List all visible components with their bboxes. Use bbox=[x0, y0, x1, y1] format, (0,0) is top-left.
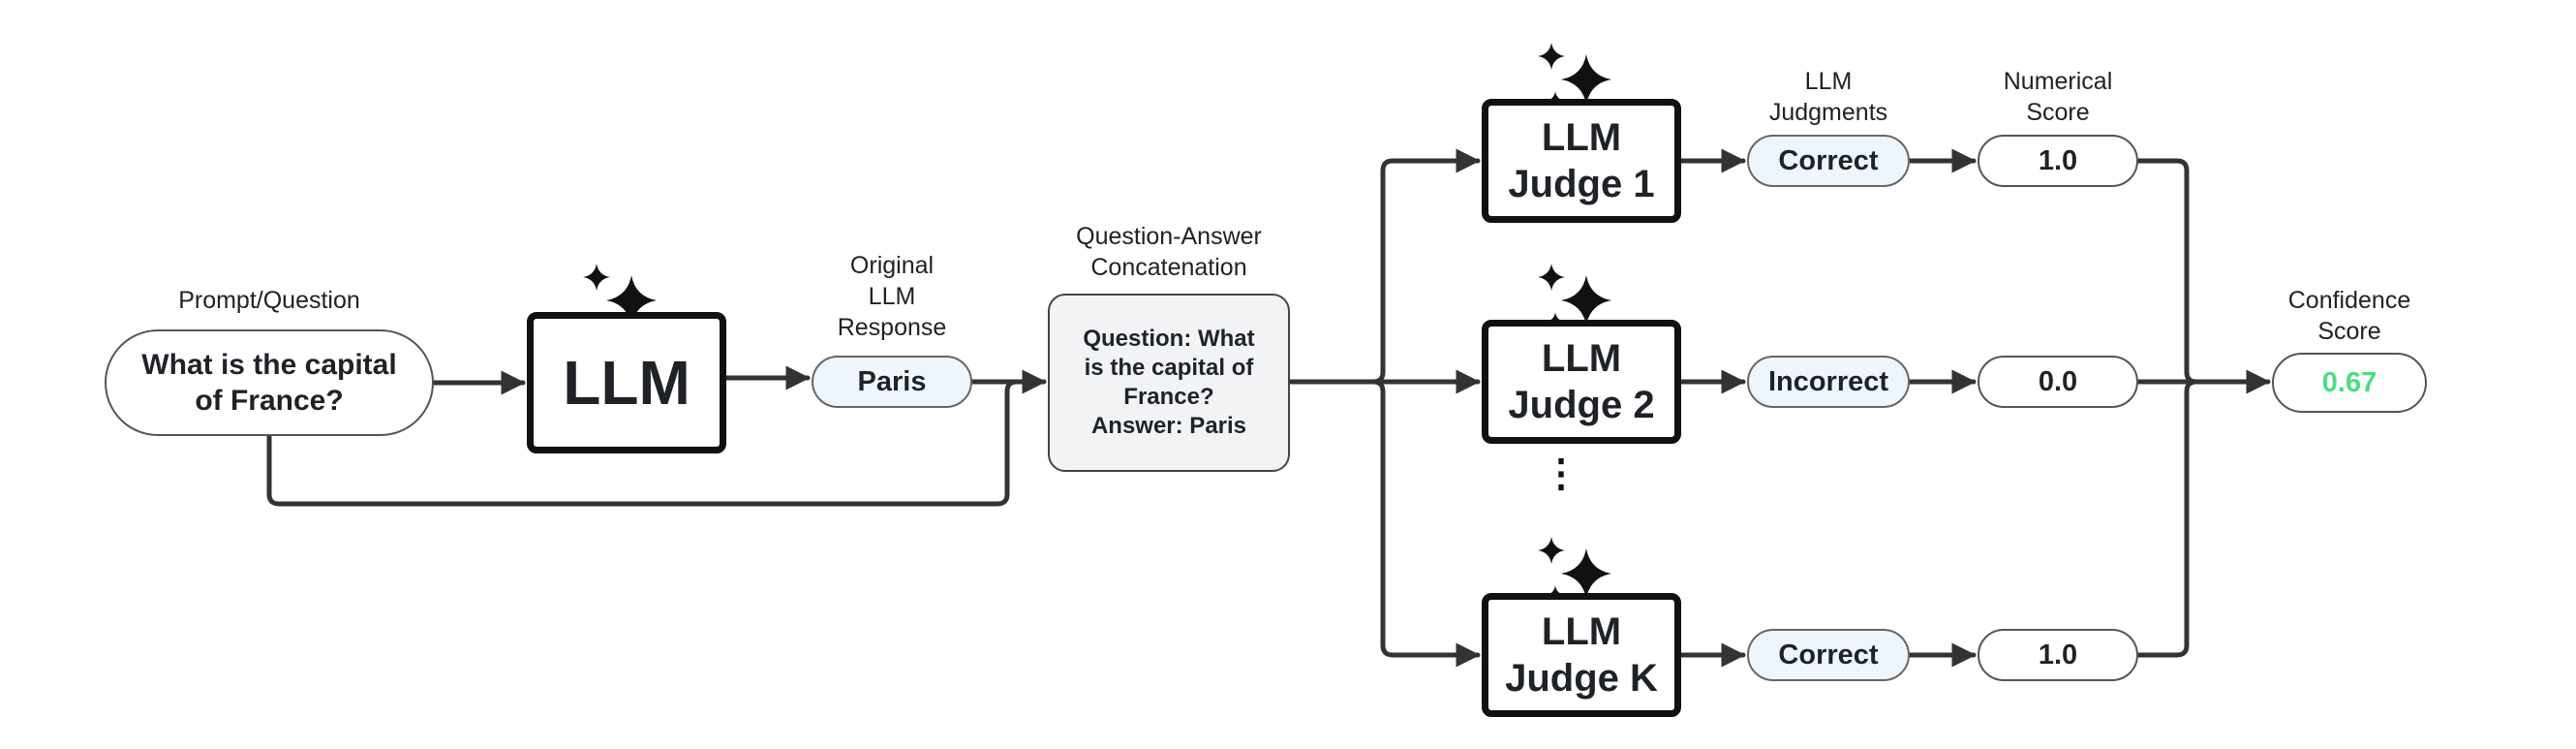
label-line: Numerical bbox=[2003, 68, 2113, 95]
original-response-node: Paris bbox=[812, 356, 972, 408]
judgment-2-node: Incorrect bbox=[1747, 356, 1910, 408]
label-line: Question-Answer bbox=[1076, 223, 1262, 250]
line-scorek-merge bbox=[2135, 379, 2199, 658]
label-numerical-score: Numerical Score bbox=[1976, 66, 2140, 128]
qa-text-line: France? bbox=[1123, 384, 1214, 410]
judge-label-line: Judge K bbox=[1505, 657, 1658, 700]
label-line: Judgments bbox=[1768, 99, 1888, 126]
label-line: Concatenation bbox=[1090, 254, 1247, 281]
label-llm-judgments: LLM Judgments bbox=[1751, 66, 1906, 128]
label-original-response: Original LLM Response bbox=[810, 250, 974, 343]
arrow-to-judge-k bbox=[1370, 379, 1481, 668]
score-2-node: 0.0 bbox=[1978, 356, 2138, 408]
judgment-1-node: Correct bbox=[1747, 135, 1910, 187]
label-line: Response bbox=[837, 314, 947, 341]
qa-concatenation-node: Question: What is the capital of France?… bbox=[1048, 294, 1290, 472]
confidence-score-node: 0.67 bbox=[2272, 353, 2427, 413]
label-qa-concatenation: Question-Answer Concatenation bbox=[1028, 221, 1309, 283]
judgment-k-node: Correct bbox=[1747, 629, 1910, 681]
label-line: Confidence bbox=[2287, 287, 2411, 314]
llm-judge-k-node: LLM Judge K bbox=[1482, 593, 1681, 717]
qa-text-line: Answer: Paris bbox=[1090, 413, 1247, 439]
score-k-node: 1.0 bbox=[1978, 629, 2138, 681]
line-score1-merge bbox=[2135, 158, 2199, 385]
llm-judge-1-node: LLM Judge 1 bbox=[1482, 99, 1681, 223]
prompt-question-node: What is the capital of France? bbox=[105, 329, 434, 436]
label-line: Original bbox=[849, 252, 935, 279]
llm-node: LLM bbox=[527, 312, 726, 453]
arrow-to-judge-1 bbox=[1370, 148, 1481, 385]
judge-label-line: LLM bbox=[1541, 337, 1622, 380]
prompt-text-line: What is the capital bbox=[141, 349, 397, 381]
label-line: LLM bbox=[1804, 68, 1853, 95]
label-line: Score bbox=[2317, 318, 2381, 345]
label-confidence-score: Confidence Score bbox=[2262, 285, 2437, 347]
score-1-node: 1.0 bbox=[1978, 135, 2138, 187]
ellipsis-icon: ⋮ bbox=[1542, 453, 1580, 495]
label-line: LLM bbox=[868, 283, 916, 310]
label-line: Score bbox=[2026, 99, 2090, 126]
prompt-text-line: of France? bbox=[195, 385, 344, 417]
label-prompt-question: Prompt/Question bbox=[178, 287, 360, 314]
llm-judge-2-node: LLM Judge 2 bbox=[1482, 320, 1681, 444]
arrow-prompt-bypass bbox=[266, 379, 1020, 507]
judge-label-line: LLM bbox=[1541, 610, 1622, 653]
judge-label-line: Judge 2 bbox=[1508, 384, 1655, 426]
qa-text-line: Question: What bbox=[1083, 326, 1255, 352]
judge-label-line: LLM bbox=[1541, 116, 1622, 159]
qa-text-line: is the capital of bbox=[1084, 355, 1254, 381]
judge-label-line: Judge 1 bbox=[1508, 163, 1655, 205]
